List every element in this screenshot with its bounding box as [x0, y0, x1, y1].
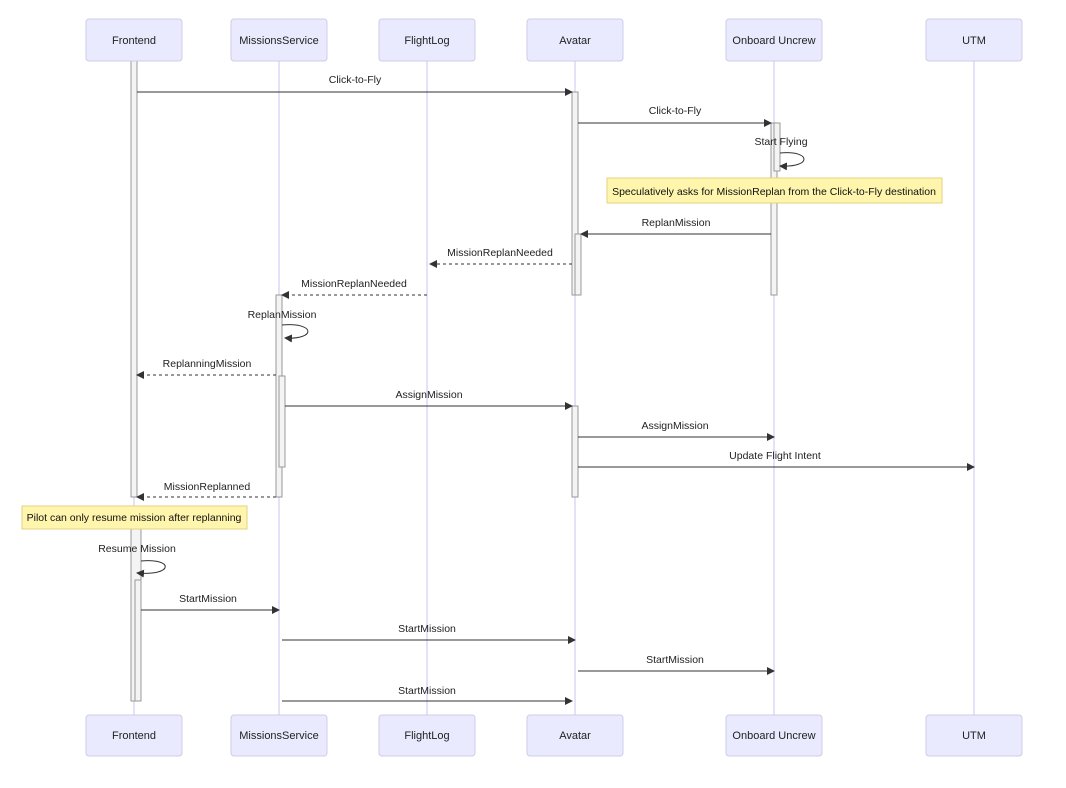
message-start-mission-1: StartMission	[141, 593, 280, 614]
message-label: AssignMission	[395, 389, 462, 401]
activation-avatar-2	[574, 233, 582, 296]
actor-flightlog-top: FlightLog	[378, 18, 476, 62]
actor-utm-bottom: UTM	[925, 714, 1023, 757]
actor-label: Onboard Uncrew	[732, 35, 815, 47]
actor-missions-service-bottom: MissionsService	[230, 714, 328, 757]
actor-frontend-bottom: Frontend	[85, 714, 183, 757]
message-label: Click-to-Fly	[329, 74, 382, 86]
message-label: Resume Mission	[98, 543, 176, 555]
actor-label: MissionsService	[239, 35, 318, 47]
activation-uncrew-2	[773, 122, 781, 172]
message-mission-replan-needed-2: MissionReplanNeeded	[281, 278, 427, 299]
message-assign-mission-2: AssignMission	[578, 420, 775, 441]
message-mission-replanned: MissionReplanned	[136, 481, 276, 501]
message-label: StartMission	[179, 593, 237, 605]
actor-flightlog-bottom: FlightLog	[378, 714, 476, 757]
lifelines	[133, 61, 975, 715]
message-label: AssignMission	[641, 420, 708, 432]
message-label: Click-to-Fly	[649, 105, 702, 117]
message-label: ReplanningMission	[163, 358, 252, 370]
activation-missions-2	[278, 375, 286, 468]
actor-frontend-top: Frontend	[85, 18, 183, 62]
actor-label: UTM	[962, 730, 986, 742]
message-label: MissionReplanned	[164, 481, 251, 493]
message-start-mission-2: StartMission	[282, 623, 576, 644]
activations	[130, 60, 781, 702]
message-click-to-fly-1: Click-to-Fly	[137, 74, 573, 96]
actors-top: Frontend MissionsService FlightLog Avata…	[85, 18, 1023, 62]
message-label: StartMission	[398, 685, 456, 697]
message-label: ReplanMission	[248, 309, 317, 321]
activation-frontend-1	[130, 60, 138, 498]
actor-label: Avatar	[559, 730, 591, 742]
message-resume-mission: Resume Mission	[98, 543, 176, 578]
message-replan-mission-self: ReplanMission	[248, 309, 317, 343]
activation-avatar-3	[571, 405, 579, 498]
actor-avatar-top: Avatar	[526, 18, 624, 62]
messages: Click-to-Fly Click-to-Fly Start Flying R…	[98, 74, 975, 705]
message-update-flight-intent: Update Flight Intent	[578, 450, 975, 471]
actor-onboard-uncrew-top: Onboard Uncrew	[725, 18, 823, 62]
message-mission-replan-needed-1: MissionReplanNeeded	[429, 247, 572, 268]
actor-label: Frontend	[112, 730, 156, 742]
actor-utm-top: UTM	[925, 18, 1023, 62]
actor-label: Onboard Uncrew	[732, 730, 815, 742]
message-start-flying: Start Flying	[754, 136, 808, 171]
message-click-to-fly-2: Click-to-Fly	[578, 105, 772, 127]
note-pilot-resume: Pilot can only resume mission after repl…	[21, 505, 248, 530]
actor-label: Frontend	[112, 35, 156, 47]
actor-missions-service-top: MissionsService	[230, 18, 328, 62]
actor-label: MissionsService	[239, 730, 318, 742]
message-label: MissionReplanNeeded	[301, 278, 407, 290]
message-assign-mission-1: AssignMission	[285, 389, 573, 410]
actor-label: UTM	[962, 35, 986, 47]
message-label: MissionReplanNeeded	[447, 247, 553, 259]
message-label: ReplanMission	[642, 217, 711, 229]
actor-label: Avatar	[559, 35, 591, 47]
message-label: Start Flying	[754, 136, 807, 148]
message-start-mission-3: StartMission	[578, 654, 775, 675]
message-replanning-mission: ReplanningMission	[136, 358, 276, 379]
message-label: StartMission	[646, 654, 704, 666]
note-text: Pilot can only resume mission after repl…	[27, 512, 242, 524]
message-label: Update Flight Intent	[729, 450, 821, 462]
actor-label: FlightLog	[404, 730, 449, 742]
actor-label: FlightLog	[404, 35, 449, 47]
message-start-mission-4: StartMission	[282, 685, 573, 705]
message-label: StartMission	[398, 623, 456, 635]
actor-onboard-uncrew-bottom: Onboard Uncrew	[725, 714, 823, 757]
message-replan-mission-1: ReplanMission	[580, 217, 771, 238]
activation-frontend-3	[134, 579, 142, 702]
actor-avatar-bottom: Avatar	[526, 714, 624, 757]
note-speculative-replan: Speculatively asks for MissionReplan fro…	[606, 177, 943, 204]
note-text: Speculatively asks for MissionReplan fro…	[612, 186, 936, 198]
actors-bottom: Frontend MissionsService FlightLog Avata…	[85, 714, 1023, 757]
notes: Speculatively asks for MissionReplan fro…	[21, 177, 943, 530]
